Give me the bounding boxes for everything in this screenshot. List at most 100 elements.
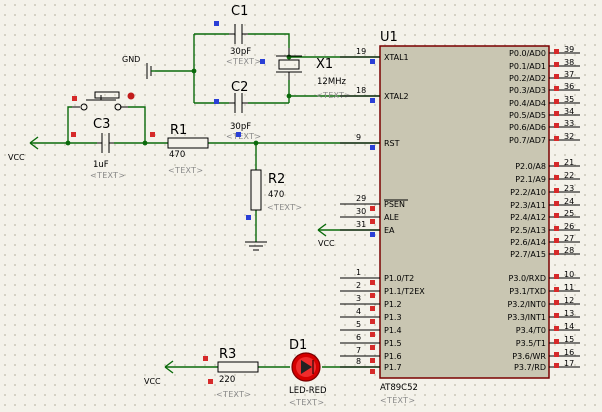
resistor-r1[interactable]: R1 470 <TEXT> (150, 123, 241, 175)
pin-marker (554, 213, 559, 218)
resistor-r3[interactable]: R3 220 <TEXT> (203, 347, 259, 399)
junction-dot (286, 93, 292, 99)
pin-marker (236, 132, 241, 137)
pin-name: P3.2/INT0 (507, 300, 546, 309)
capacitor-c2[interactable]: C2 30pF <TEXT> (214, 80, 261, 141)
d1-value: LED-RED (289, 386, 327, 396)
gnd-symbol-r2[interactable] (245, 241, 267, 251)
pin-number: 18 (356, 86, 366, 95)
resistor-r2[interactable]: R2 470 <TEXT> (246, 169, 302, 220)
r2-ref: R2 (268, 172, 285, 187)
vcc-terminal-ea[interactable]: VCC (317, 223, 335, 248)
chip-pin-left[interactable]: 8P1.7 (340, 357, 402, 374)
pin-marker (554, 274, 559, 279)
pin-number: 34 (564, 107, 574, 116)
pin-name: P2.3/A11 (510, 201, 546, 210)
reset-pushbutton[interactable] (72, 91, 135, 111)
chip-pin-left[interactable]: 7P1.6 (340, 346, 402, 363)
vcc-terminal-reset[interactable]: VCC (8, 136, 39, 162)
pin-marker (370, 369, 375, 374)
pin-name: P1.6 (384, 352, 402, 361)
pin-number: 16 (564, 348, 574, 357)
pin-name: EA (384, 226, 395, 235)
pin-number: 21 (564, 158, 574, 167)
chip-pin-left[interactable]: 4P1.3 (340, 307, 402, 324)
pin-number: 3 (356, 294, 361, 303)
pin-name: XTAL1 (384, 53, 409, 62)
chip-pin-left[interactable]: 1P1.0/T2 (340, 268, 414, 285)
gnd-symbol-top[interactable]: GND (122, 55, 155, 79)
pin-name: P3.1/TXD (509, 287, 546, 296)
chip-pin-left[interactable]: 6P1.5 (340, 333, 402, 350)
pin-number: 26 (564, 222, 574, 231)
pin-name: P0.2/AD2 (509, 74, 546, 83)
pin-marker (554, 162, 559, 167)
chip-pin-right[interactable]: P0.5/AD5 34 (509, 107, 580, 120)
capacitor-c1[interactable]: C1 30pF <TEXT> (214, 4, 261, 66)
chip-text: <TEXT> (380, 396, 415, 405)
chip-pin-left[interactable]: 3P1.2 (340, 294, 402, 311)
chip-body (379, 45, 550, 379)
pin-name: P2.7/A15 (510, 250, 546, 259)
pin-name: P2.4/A12 (510, 213, 546, 222)
pin-number: 5 (356, 320, 361, 329)
pin-name: P1.3 (384, 313, 402, 322)
pin-name: P0.0/AD0 (509, 49, 546, 58)
pin-name: P1.7 (384, 363, 402, 372)
pin-number: 22 (564, 171, 574, 180)
pin-number: 24 (564, 197, 574, 206)
pin-number: 7 (356, 346, 361, 355)
pin-marker (370, 345, 375, 350)
pin-name: P3.4/T0 (516, 326, 546, 335)
vcc-terminal-led[interactable]: VCC (144, 360, 174, 386)
pin-marker (554, 287, 559, 292)
d1-text: <TEXT> (289, 398, 324, 407)
pin-marker (554, 201, 559, 206)
vcc-led-label: VCC (144, 377, 161, 386)
chip-ref: U1 (380, 30, 398, 45)
led-d1[interactable]: D1 LED-RED <TEXT> (289, 338, 327, 407)
pin-name: P0.5/AD5 (509, 111, 546, 120)
chip-pin-right[interactable]: P2.3/A11 24 (510, 197, 580, 210)
capacitor-c3[interactable]: C3 1uF <TEXT> (71, 117, 125, 180)
chip-u1[interactable]: U1 AT89C52 <TEXT> 19XTAL118XTAL29RST29PS… (340, 30, 580, 405)
pin-name: P0.1/AD1 (509, 62, 546, 71)
pin-marker (370, 358, 375, 363)
crystal-x1[interactable]: X1 12MHz <TEXT> (260, 48, 351, 100)
pin-marker (554, 136, 559, 141)
chip-pin-left[interactable]: 2P1.1/T2EX (340, 281, 425, 298)
pin-number: 4 (356, 307, 361, 316)
pin-marker (554, 188, 559, 193)
pin-marker (72, 96, 77, 101)
chip-pin-left[interactable]: 5P1.4 (340, 320, 402, 337)
